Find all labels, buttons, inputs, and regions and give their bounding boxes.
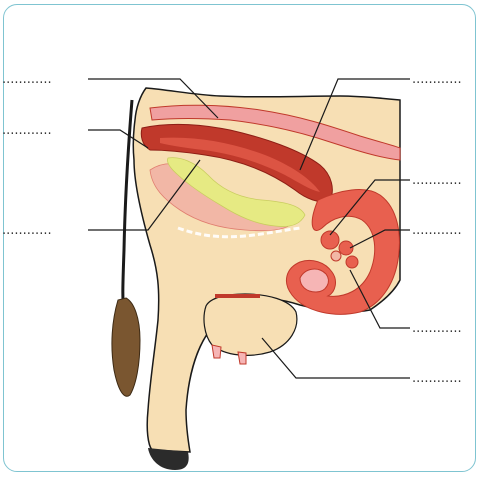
- label-placeholder-2: ............: [2, 123, 52, 138]
- oviduct-coil-1: [321, 231, 339, 249]
- ovary: [331, 251, 341, 261]
- label-placeholder-5: ............: [412, 173, 462, 188]
- tail: [123, 100, 132, 310]
- teat-right: [238, 352, 246, 364]
- label-placeholder-1: ............: [2, 72, 52, 87]
- label-placeholder-7: ............: [412, 321, 462, 336]
- tail-switch: [112, 298, 140, 396]
- uterine-horn: [300, 269, 328, 292]
- teat-left: [212, 345, 221, 358]
- label-placeholder-6: ............: [412, 223, 462, 238]
- oviduct-coil-3: [346, 256, 358, 268]
- label-placeholder-4: ............: [412, 72, 462, 87]
- label-placeholder-8: ............: [412, 371, 462, 386]
- label-placeholder-3: ............: [2, 223, 52, 238]
